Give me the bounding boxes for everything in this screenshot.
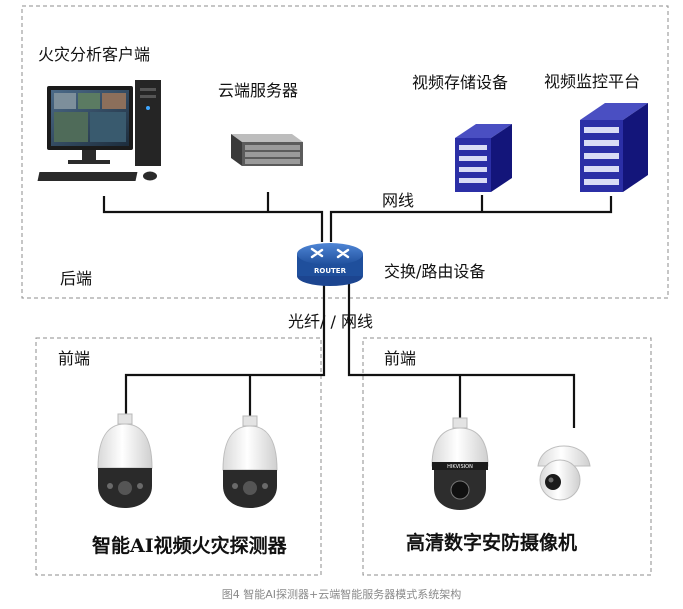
ai-detector-camera-1 bbox=[97, 413, 153, 508]
rack-side bbox=[231, 134, 242, 166]
ai-detector-camera-2 bbox=[222, 415, 278, 508]
rack-top bbox=[231, 134, 303, 142]
hd-ptz-camera: HIKVISION bbox=[431, 417, 489, 510]
router-icon: ROUTER bbox=[297, 243, 363, 286]
pc-tower bbox=[135, 80, 161, 166]
video-storage-label: 视频存储设备 bbox=[412, 73, 508, 92]
platform-side bbox=[623, 103, 648, 192]
camera-lens bbox=[545, 474, 561, 490]
camera-lens bbox=[118, 481, 132, 495]
platform-bay bbox=[584, 166, 619, 172]
router-label: 交换/路由设备 bbox=[384, 262, 485, 281]
platform-top bbox=[580, 103, 648, 120]
camera-dome bbox=[431, 427, 489, 467]
screen-tile bbox=[90, 112, 126, 142]
storage-bay bbox=[459, 156, 487, 161]
backend-zone bbox=[21, 5, 669, 299]
drive-row bbox=[245, 145, 300, 150]
net-cable-label: 网线 bbox=[382, 191, 414, 210]
network-wires bbox=[102, 192, 613, 428]
camera-lens bbox=[243, 481, 257, 495]
camera-ir bbox=[107, 483, 113, 489]
router-badge: ROUTER bbox=[314, 267, 347, 275]
camera-lens-glint bbox=[548, 477, 554, 483]
fiber-link-label: 光纤/ / 网线 bbox=[288, 312, 373, 331]
platform-bay bbox=[584, 140, 619, 146]
platform-bay bbox=[584, 127, 619, 133]
screen-tile bbox=[54, 112, 88, 142]
monitor-base bbox=[68, 160, 110, 164]
cloud-server-rack bbox=[231, 134, 303, 166]
fire-client-label: 火灾分析客户端 bbox=[38, 45, 150, 64]
camera-dome bbox=[97, 423, 153, 469]
hd-turret-camera bbox=[537, 445, 591, 501]
storage-bay bbox=[459, 178, 487, 183]
video-monitor-label: 视频监控平台 bbox=[544, 72, 640, 91]
camera-brand-label: HIKVISION bbox=[447, 464, 473, 470]
screen-tile bbox=[54, 93, 76, 109]
figure-caption: 图4 智能AI探测器+云端智能服务器模式系统架构 bbox=[222, 587, 461, 601]
video-monitor-platform bbox=[580, 103, 648, 192]
monitor-stand bbox=[82, 150, 96, 160]
router-arrows bbox=[310, 247, 350, 259]
wire-storage-monitor bbox=[329, 196, 613, 242]
storage-bay bbox=[459, 167, 487, 172]
power-light bbox=[146, 106, 150, 110]
camera-mount bbox=[117, 413, 133, 425]
camera-band bbox=[432, 462, 488, 470]
camera-ir bbox=[262, 483, 268, 489]
storage-side bbox=[491, 124, 512, 192]
wire-router-right bbox=[347, 282, 576, 428]
storage-top bbox=[455, 124, 512, 138]
screen-tile bbox=[102, 93, 126, 109]
fire-client-pc bbox=[37, 80, 161, 181]
camera-ir bbox=[232, 483, 238, 489]
screen-tile bbox=[78, 93, 100, 109]
hd-cameras-label: 高清数字安防摄像机 bbox=[406, 531, 577, 554]
drive-row bbox=[245, 152, 300, 157]
cloud-server-label: 云端服务器 bbox=[218, 81, 298, 100]
drive-row bbox=[245, 159, 300, 164]
frontend-left-zone bbox=[35, 337, 322, 576]
camera-ir bbox=[137, 483, 143, 489]
tower-bay bbox=[140, 88, 156, 91]
frontend-right-label: 前端 bbox=[384, 349, 416, 368]
ai-detectors-label: 智能AI视频火灾探测器 bbox=[92, 534, 288, 557]
wire-client bbox=[102, 196, 324, 242]
keyboard bbox=[37, 172, 138, 181]
platform-bay bbox=[584, 153, 619, 159]
tower-bay bbox=[140, 95, 156, 98]
frontend-left-label: 前端 bbox=[58, 349, 90, 368]
camera-mount bbox=[452, 417, 468, 429]
backend-label: 后端 bbox=[60, 269, 92, 288]
frontend-right-zone bbox=[362, 337, 652, 576]
mouse bbox=[143, 171, 157, 181]
camera-dome bbox=[222, 425, 278, 471]
platform-bay bbox=[584, 179, 619, 185]
wire-router-left bbox=[124, 282, 326, 416]
video-storage-device bbox=[455, 124, 512, 192]
storage-bay bbox=[459, 145, 487, 150]
router-top bbox=[297, 243, 363, 265]
camera-mount bbox=[242, 415, 258, 427]
camera-lens bbox=[450, 480, 470, 500]
camera-base bbox=[537, 445, 591, 467]
